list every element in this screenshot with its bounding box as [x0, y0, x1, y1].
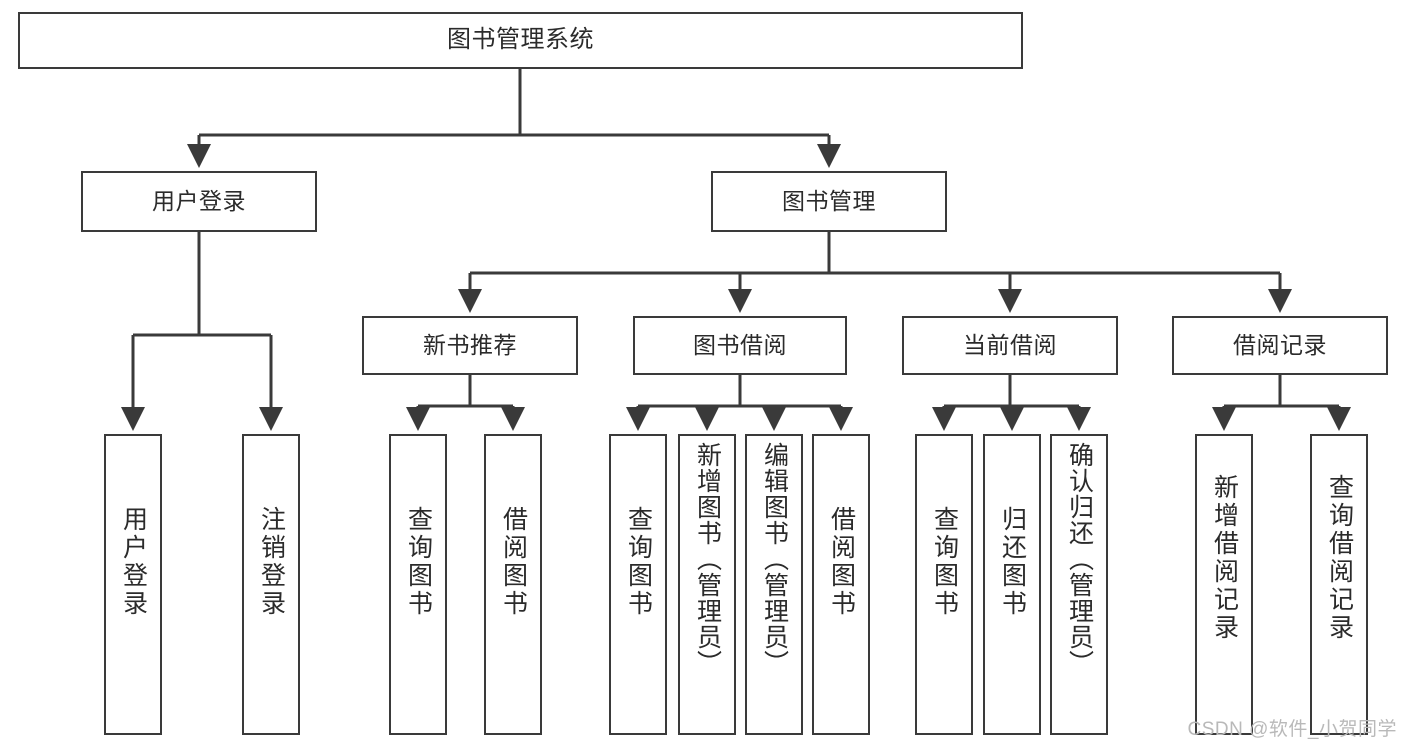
node-label: 借阅记录 — [1233, 331, 1327, 358]
node-label: 查询图书 — [624, 506, 653, 618]
leaf-borrow-book[interactable]: 借阅图书 — [812, 434, 870, 735]
leaf-query-book-borrow[interactable]: 查询图书 — [609, 434, 667, 735]
node-label: 借阅图书 — [827, 506, 856, 618]
node-label: 用户登录 — [119, 506, 148, 618]
node-book-borrow[interactable]: 图书借阅 — [633, 316, 847, 375]
node-label: 当前借阅 — [963, 331, 1057, 358]
leaf-add-borrow-record[interactable]: 新增借阅记录 — [1195, 434, 1253, 735]
node-label: 借阅图书 — [499, 506, 528, 618]
csdn-watermark: CSDN @软件_小贺同学 — [1187, 719, 1397, 740]
leaf-confirm-return-admin[interactable]: 确认归还（管理员） — [1050, 434, 1108, 735]
node-book-management[interactable]: 图书管理 — [711, 171, 947, 232]
node-user-login[interactable]: 用户登录 — [81, 171, 317, 232]
leaf-query-borrow-record[interactable]: 查询借阅记录 — [1310, 434, 1368, 735]
node-label: 编辑图书（管理员） — [760, 442, 789, 676]
leaf-logout-login[interactable]: 注销登录 — [242, 434, 300, 735]
node-label: 注销登录 — [257, 506, 286, 618]
leaf-return-book[interactable]: 归还图书 — [983, 434, 1041, 735]
leaf-add-book-admin[interactable]: 新增图书（管理员） — [678, 434, 736, 735]
node-label: 查询借阅记录 — [1325, 474, 1354, 642]
node-label: 新增借阅记录 — [1210, 474, 1239, 642]
node-label: 用户登录 — [152, 187, 246, 214]
node-label: 归还图书 — [998, 506, 1027, 618]
node-root-book-management-system[interactable]: 图书管理系统 — [18, 12, 1023, 69]
leaf-user-login[interactable]: 用户登录 — [104, 434, 162, 735]
node-borrow-record[interactable]: 借阅记录 — [1172, 316, 1388, 375]
node-label: 查询图书 — [404, 506, 433, 618]
leaf-borrow-book-recommend[interactable]: 借阅图书 — [484, 434, 542, 735]
node-label: 图书借阅 — [693, 331, 787, 358]
node-new-book-recommend[interactable]: 新书推荐 — [362, 316, 578, 375]
node-label: 新书推荐 — [423, 331, 517, 358]
node-label: 图书管理 — [782, 187, 876, 214]
leaf-query-book-recommend[interactable]: 查询图书 — [389, 434, 447, 735]
leaf-edit-book-admin[interactable]: 编辑图书（管理员） — [745, 434, 803, 735]
node-current-borrow[interactable]: 当前借阅 — [902, 316, 1118, 375]
leaf-query-book-current[interactable]: 查询图书 — [915, 434, 973, 735]
node-label: 图书管理系统 — [447, 26, 594, 54]
node-label: 新增图书（管理员） — [693, 442, 722, 676]
node-label: 确认归还（管理员） — [1065, 442, 1094, 676]
node-label: 查询图书 — [930, 506, 959, 618]
